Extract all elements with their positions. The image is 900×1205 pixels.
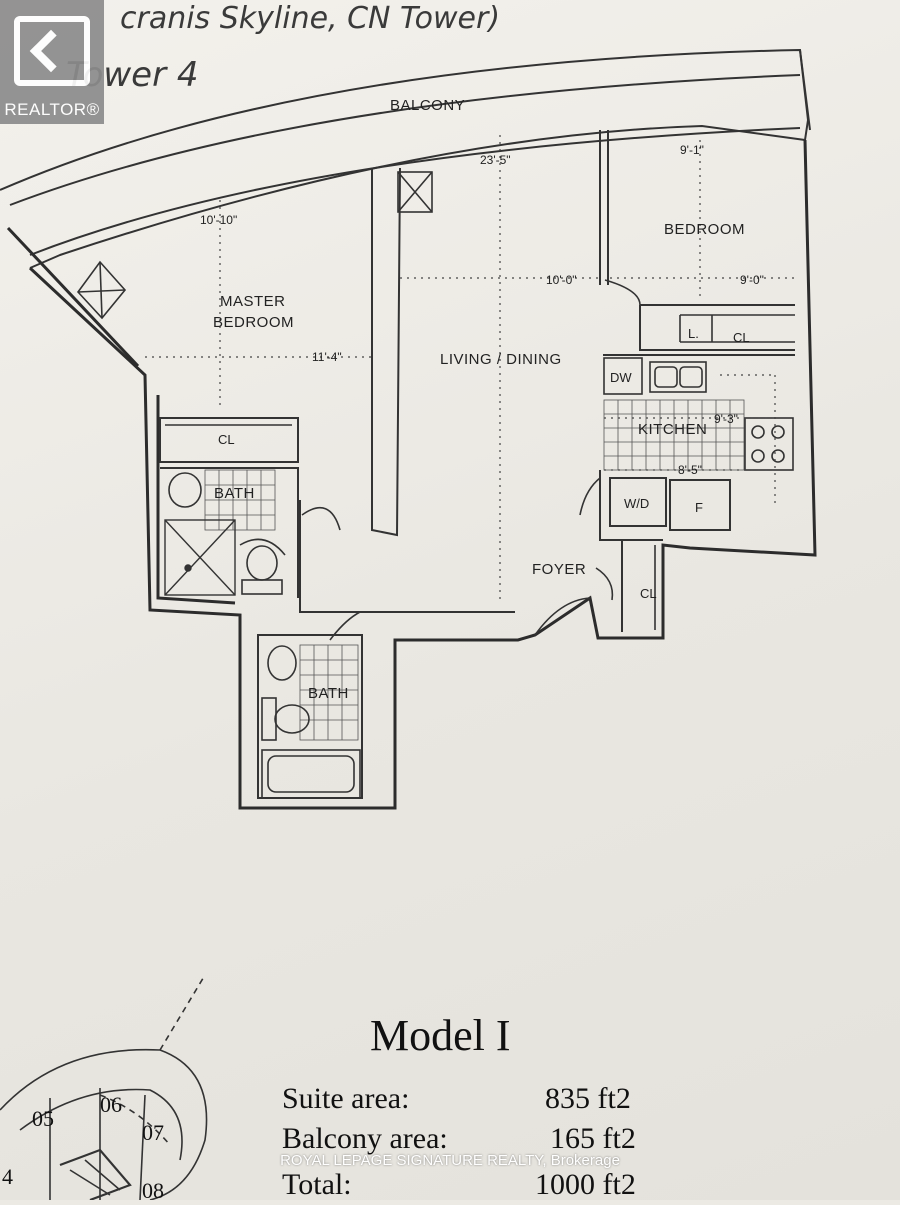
closet-label-master: CL bbox=[218, 432, 235, 447]
building-key-plan bbox=[0, 974, 208, 1202]
closets bbox=[165, 314, 795, 630]
door-swings bbox=[239, 279, 641, 641]
room-label-bath-upper: BATH bbox=[214, 485, 255, 502]
total-area-label: Total: bbox=[282, 1168, 352, 1200]
dim-master-width: 11'-4" bbox=[312, 350, 342, 364]
washer-dryer-label: W/D bbox=[624, 496, 649, 511]
dim-balcony-width: 23'-5" bbox=[480, 153, 511, 167]
dimension-lines bbox=[145, 135, 795, 600]
room-label-kitchen: KITCHEN bbox=[638, 421, 707, 438]
balcony-area-label: Balcony area: bbox=[282, 1122, 448, 1155]
stove-icon bbox=[744, 417, 794, 471]
dim-kitchen-b: 8'-5" bbox=[678, 463, 702, 477]
bath-floor-tiles bbox=[204, 469, 359, 741]
handwritten-note-title: cranis Skyline, CN Tower) bbox=[120, 1, 500, 36]
realtor-logo-mark-icon bbox=[14, 16, 90, 86]
upper-toilet-icon bbox=[241, 545, 283, 595]
balcony-area-value: 165 ft2 bbox=[550, 1122, 636, 1155]
room-label-balcony: BALCONY bbox=[390, 97, 465, 114]
lower-bath-sink-icon bbox=[267, 645, 297, 681]
dishwasher-box bbox=[603, 357, 643, 395]
dim-bedroom-width: 9'-0" bbox=[740, 273, 764, 287]
kitchen-floor-tiles bbox=[603, 399, 745, 471]
interior-walls bbox=[159, 130, 795, 799]
closet-label-bedroom: CL bbox=[733, 330, 750, 345]
dim-master-top: 10'-10" bbox=[200, 213, 237, 227]
washer-dryer-box bbox=[609, 477, 667, 527]
upper-bath-sink-icon bbox=[168, 472, 202, 508]
dim-kitchen-a: 9'-3" bbox=[714, 412, 738, 426]
keyplan-unit-4: 4 bbox=[2, 1164, 13, 1189]
lower-toilet-icon bbox=[261, 697, 310, 741]
room-label-foyer: FOYER bbox=[532, 561, 586, 578]
realtor-logo: REALTOR® bbox=[0, 0, 104, 124]
dim-bedroom-top: 9'-1" bbox=[680, 143, 704, 157]
keyplan-unit-06: 06 bbox=[100, 1092, 122, 1117]
keyplan-unit-07: 07 bbox=[142, 1120, 164, 1145]
room-label-master-bedroom-2: BEDROOM bbox=[213, 314, 294, 331]
linen-closet-label: L. bbox=[688, 326, 699, 341]
brokerage-watermark: ROYAL LEPAGE SIGNATURE REALTY, Brokerage bbox=[280, 1152, 620, 1169]
closet-label-foyer: CL bbox=[640, 586, 657, 601]
kitchen-sink-icon bbox=[649, 361, 707, 393]
room-label-bedroom: BEDROOM bbox=[664, 221, 745, 238]
keyplan-unit-05: 05 bbox=[32, 1106, 54, 1131]
keyplan-unit-08: 08 bbox=[142, 1178, 164, 1200]
mechanical-shaft-icon bbox=[76, 171, 433, 320]
total-area-value: 1000 ft2 bbox=[535, 1168, 636, 1200]
suite-area-value: 835 ft2 bbox=[545, 1082, 631, 1115]
shower-stall bbox=[164, 519, 236, 596]
room-label-master-bedroom-1: MASTER bbox=[220, 293, 286, 310]
dim-living-width: 10'-0" bbox=[546, 273, 577, 287]
exterior-walls bbox=[6, 139, 817, 810]
room-label-bath-lower: BATH bbox=[308, 685, 349, 702]
room-label-living-dining: LIVING / DINING bbox=[440, 351, 562, 368]
bathtub-icon bbox=[261, 749, 361, 799]
realtor-logo-text: REALTOR® bbox=[4, 100, 100, 119]
balcony-outline bbox=[0, 48, 811, 269]
fridge-label: F bbox=[695, 500, 703, 515]
suite-area-label: Suite area: bbox=[282, 1082, 409, 1115]
dishwasher-label: DW bbox=[610, 370, 632, 385]
model-title: Model I bbox=[370, 1011, 511, 1060]
